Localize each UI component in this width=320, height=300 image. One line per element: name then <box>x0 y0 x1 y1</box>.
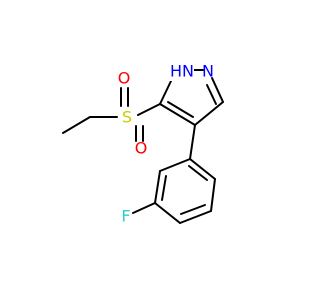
bond-ph4-ph5 <box>179 210 212 224</box>
bond-n2-c3 <box>211 77 224 103</box>
bond-ch3-ch2 <box>62 116 91 134</box>
s-atom-label: S <box>122 108 132 127</box>
bond-c-f <box>132 202 156 214</box>
bond-c4-c5 <box>159 103 196 126</box>
o-bottom-atom-label: O <box>135 139 148 158</box>
bond-ph2-ph3 <box>154 170 161 204</box>
nh-label-bg <box>170 61 194 81</box>
bond-c4-c5-inner <box>167 101 194 118</box>
bond-ph3-ph4 <box>154 202 181 224</box>
bond-ph6-ph1-inner <box>188 165 208 181</box>
bond-ph4-ph5-inner <box>180 204 206 215</box>
n-atom-label: N <box>202 62 214 81</box>
bond-n2-c3-inner <box>206 84 217 105</box>
bond-ph2-ph3-inner <box>161 175 167 201</box>
bond-c4-phenyl <box>189 124 196 160</box>
nh-atom-label: HN <box>170 62 194 81</box>
o-top-atom-label: O <box>118 69 131 88</box>
bond-ph5-ph6 <box>210 178 216 212</box>
bond-c5-n1 <box>159 80 172 105</box>
bond-ph6-ph1 <box>189 158 216 180</box>
bond-s-c5 <box>137 103 161 116</box>
bond-ph1-ph2 <box>159 158 191 172</box>
f-atom-label: F <box>121 207 130 226</box>
structure-diagram: HN N S O O F <box>62 61 224 226</box>
molecule-canvas: HN N S O O F <box>62 61 224 226</box>
bond-c3-c4 <box>194 101 224 126</box>
